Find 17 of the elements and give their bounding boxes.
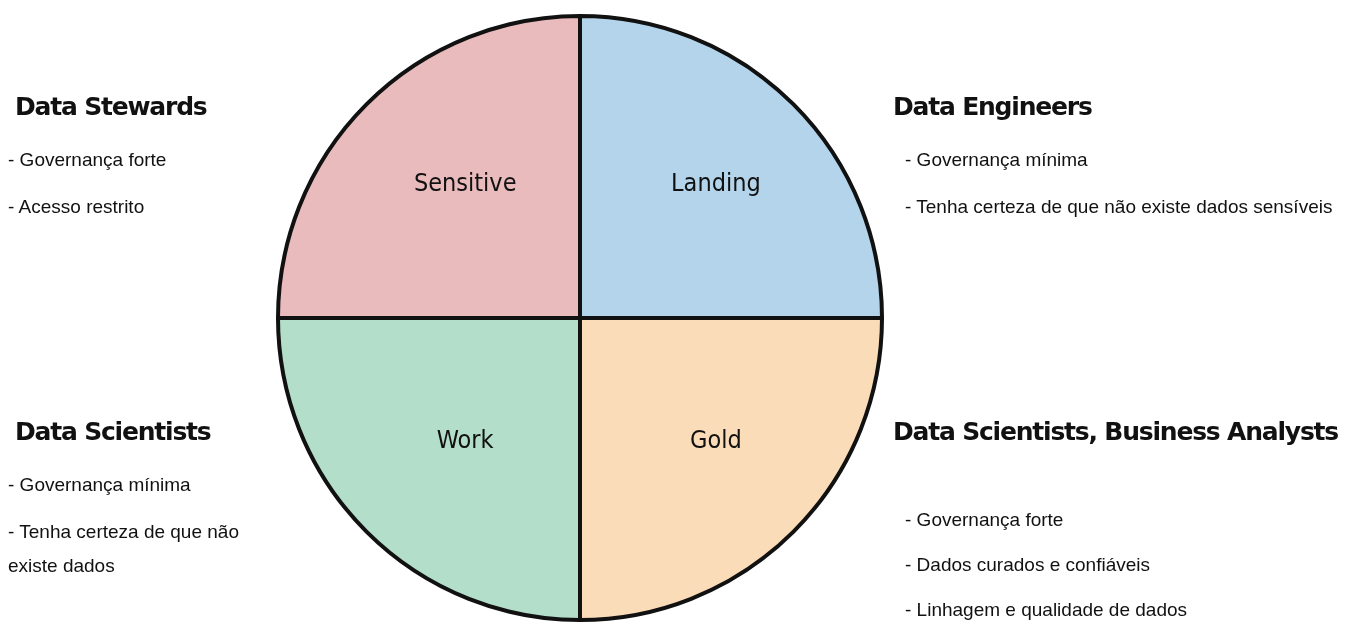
bullet-text: - Linhagem e qualidade de dados bbox=[905, 598, 1189, 622]
role-heading: Data Stewards bbox=[15, 92, 207, 121]
bullet-text: - Tenha certeza de que não existe dados bbox=[8, 520, 240, 578]
bullet-text: - Acesso restrito bbox=[8, 195, 146, 219]
bullet-text: - Governança mínima bbox=[8, 473, 192, 497]
quadrant-label: Sensitive bbox=[413, 167, 517, 197]
bullet-text: - Governança forte bbox=[905, 508, 1065, 532]
bullet-text: - Dados curados e confiáveis bbox=[905, 553, 1151, 577]
quadrant-label: Work bbox=[436, 424, 494, 454]
bullet-text: - Governança mínima bbox=[905, 148, 1089, 172]
quadrant-label: Landing bbox=[671, 167, 761, 197]
role-heading: Data Scientists, Business Analysts bbox=[893, 417, 1339, 446]
bullet-text: - Governança forte bbox=[8, 148, 168, 172]
role-heading: Data Engineers bbox=[893, 92, 1092, 121]
quadrant-label: Gold bbox=[690, 424, 742, 454]
role-heading: Data Scientists bbox=[15, 417, 211, 446]
bullet-text: - Tenha certeza de que não existe dados sensíveis bbox=[905, 195, 1334, 219]
